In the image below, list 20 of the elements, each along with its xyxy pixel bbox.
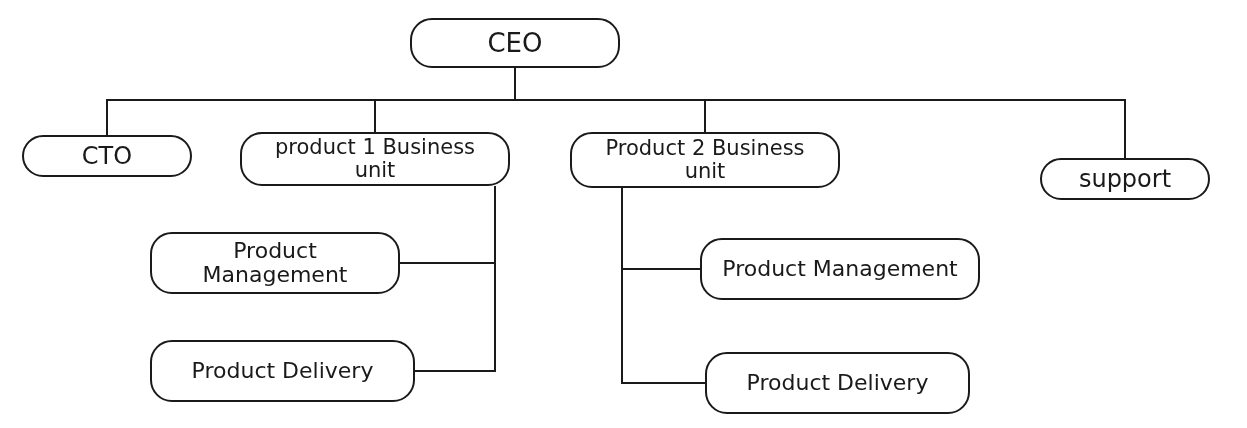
connector-line: [621, 187, 706, 384]
node-label: Product 2 Business unit: [604, 136, 806, 184]
node-label: CTO: [81, 142, 133, 170]
org-box: [22, 135, 192, 177]
org-box: [150, 340, 415, 402]
org-box: [240, 132, 510, 186]
org-box: [570, 132, 840, 188]
node-label: product 1 Business unit: [273, 135, 477, 183]
org-box: [700, 238, 980, 300]
node-label: Product Delivery: [191, 358, 374, 384]
node-label: Product Management: [201, 238, 349, 288]
org-box: [410, 18, 620, 68]
node-label: Product Management: [722, 256, 958, 282]
org-box: [705, 352, 970, 414]
connector-line: [414, 185, 496, 372]
node-label: Product Delivery: [746, 370, 929, 396]
node-label: CEO: [487, 28, 543, 58]
node-label: support: [1078, 165, 1172, 193]
org-box: [150, 232, 400, 294]
org-box: [1040, 158, 1210, 200]
